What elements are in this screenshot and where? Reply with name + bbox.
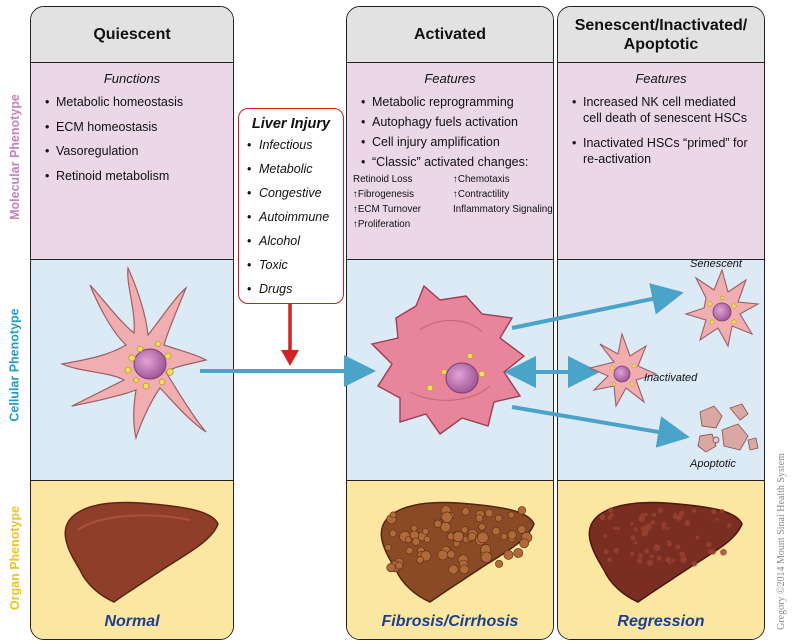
- injury-cause: Congestive: [247, 186, 343, 201]
- quiescent-column: Quiescent Functions Metabolic homeostasi…: [30, 6, 234, 640]
- classic-change: Retinoid Loss: [353, 174, 413, 185]
- list-item: “Classic” activated changes:: [361, 154, 547, 170]
- injury-cause: Autoimmune: [247, 210, 343, 225]
- senescent-label: Senescent: [690, 258, 742, 270]
- activated-cell: [370, 284, 526, 435]
- quiescent-title: Quiescent: [31, 7, 233, 63]
- injury-cause: Alcohol: [247, 234, 343, 249]
- liver-injury-title: Liver Injury: [251, 116, 331, 132]
- quiescent-cell: [59, 265, 208, 441]
- senescent-molecular: Features Increased NK cell mediated cell…: [558, 63, 764, 260]
- copyright-credit: Gregory ©2014 Mount Sinai Health System: [775, 452, 787, 630]
- senescent-subheader: Features: [635, 71, 687, 86]
- liver-injury-box: Liver Injury Infectious Metabolic Conges…: [238, 108, 344, 304]
- classic-change: Inflammatory Signaling: [453, 204, 553, 215]
- classic-change: ↑Proliferation: [353, 219, 411, 230]
- normal-liver-image: [64, 501, 219, 603]
- apoptotic-bodies: [697, 403, 759, 453]
- injury-arrow: [281, 303, 299, 366]
- injury-cause: Infectious: [247, 138, 343, 153]
- activated-title: Activated: [347, 7, 553, 63]
- list-item: ECM homeostasis: [45, 119, 227, 135]
- list-item: Metabolic homeostasis: [45, 94, 227, 110]
- classic-change: ↑Contractility: [453, 189, 510, 200]
- senescence-arrow: [511, 283, 684, 330]
- list-item: Inactivated HSCs “primed” for re-activat…: [572, 135, 756, 167]
- list-item: Cell injury amplification: [361, 134, 547, 150]
- classic-change: ↑Fibrogenesis: [353, 189, 414, 200]
- regressing-liver-image: [588, 501, 743, 603]
- organ-label-regression: Regression: [617, 613, 705, 630]
- cirrhotic-liver-image: [380, 501, 535, 603]
- senescent-title: Senescent/Inactivated/ Apoptotic: [558, 7, 764, 63]
- classic-change: ↑ECM Turnover: [353, 204, 422, 215]
- list-item: Metabolic reprogramming: [361, 94, 547, 110]
- classic-changes-grid: Retinoid Loss ↑Chemotaxis ↑Fibrogenesis …: [353, 174, 553, 231]
- organ-label-fibrosis: Fibrosis/Cirrhosis: [381, 613, 519, 630]
- apoptotic-label: Apoptotic: [690, 458, 736, 470]
- list-item: Retinoid metabolism: [45, 168, 227, 184]
- apoptosis-arrow: [511, 405, 690, 448]
- inactivated-cell: [588, 331, 658, 408]
- activated-molecular: Features Metabolic reprogramming Autopha…: [347, 63, 553, 260]
- classic-change: ↑Chemotaxis: [453, 174, 510, 185]
- injury-cause: Metabolic: [247, 162, 343, 177]
- quiescent-subheader: Functions: [103, 71, 161, 86]
- injury-cause: Drugs: [247, 282, 343, 297]
- senescent-cell: [684, 268, 760, 348]
- organ-label-normal: Normal: [104, 613, 160, 630]
- injury-cause: Toxic: [247, 258, 343, 273]
- inactivated-label: Inactivated: [644, 372, 698, 384]
- list-item: Increased NK cell mediated cell death of…: [572, 94, 756, 126]
- list-item: Autophagy fuels activation: [361, 114, 547, 130]
- quiescent-molecular: Functions Metabolic homeostasis ECM home…: [31, 63, 233, 260]
- list-item: Vasoregulation: [45, 143, 227, 159]
- activated-subheader: Features: [424, 71, 476, 86]
